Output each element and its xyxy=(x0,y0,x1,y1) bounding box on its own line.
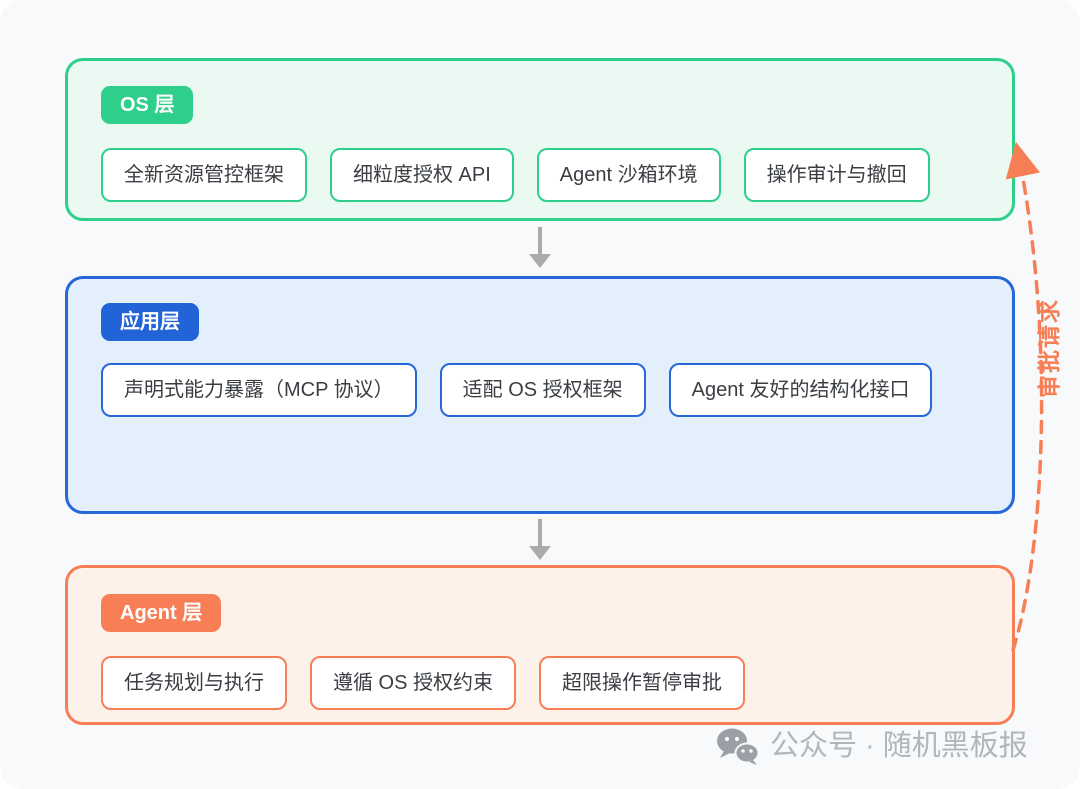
layer-os-items: 全新资源管控框架 细粒度授权 API Agent 沙箱环境 操作审计与撤回 xyxy=(101,148,930,202)
item-app-os-auth-adapt: 适配 OS 授权框架 xyxy=(439,363,646,417)
item-app-structured-api: Agent 友好的结构化接口 xyxy=(668,363,933,417)
item-agent-follow-os-auth: 遵循 OS 授权约束 xyxy=(310,656,517,710)
item-agent-pause-approval: 超限操作暂停审批 xyxy=(539,656,746,710)
approval-request-label: 审批请求 xyxy=(1036,298,1062,398)
watermark-text: 公众号 · 随机黑板报 xyxy=(770,729,1028,762)
item-agent-task-planning: 任务规划与执行 xyxy=(101,656,287,710)
wechat-icon xyxy=(717,728,760,765)
item-os-granular-auth-api: 细粒度授权 API xyxy=(330,148,514,202)
layer-app-items: 声明式能力暴露（MCP 协议） 适配 OS 授权框架 Agent 友好的结构化接… xyxy=(101,363,933,417)
arrow-shaft xyxy=(538,519,542,546)
layer-agent-items: 任务规划与执行 遵循 OS 授权约束 超限操作暂停审批 xyxy=(101,656,746,710)
item-os-agent-sandbox: Agent 沙箱环境 xyxy=(536,148,721,202)
arrow-head xyxy=(529,254,551,268)
layer-app-label-chip: 应用层 xyxy=(101,303,199,341)
arrow-shaft xyxy=(538,227,542,254)
item-os-audit-rollback: 操作审计与撤回 xyxy=(743,148,930,202)
layer-os-label-chip: OS 层 xyxy=(101,86,194,124)
down-arrow-app-to-agent xyxy=(528,519,552,560)
layer-os: OS 层 全新资源管控框架 细粒度授权 API Agent 沙箱环境 操作审计与… xyxy=(65,58,1015,221)
layer-app: 应用层 声明式能力暴露（MCP 协议） 适配 OS 授权框架 Agent 友好的… xyxy=(65,276,1015,514)
item-os-resource-framework: 全新资源管控框架 xyxy=(101,148,307,202)
layer-agent-label-chip: Agent 层 xyxy=(101,594,222,632)
watermark: 公众号 · 随机黑板报 xyxy=(716,727,1028,765)
arrow-head xyxy=(529,546,551,560)
item-app-mcp-capability: 声明式能力暴露（MCP 协议） xyxy=(101,363,417,417)
down-arrow-os-to-app xyxy=(528,227,552,268)
layer-agent: Agent 层 任务规划与执行 遵循 OS 授权约束 超限操作暂停审批 xyxy=(65,565,1015,725)
